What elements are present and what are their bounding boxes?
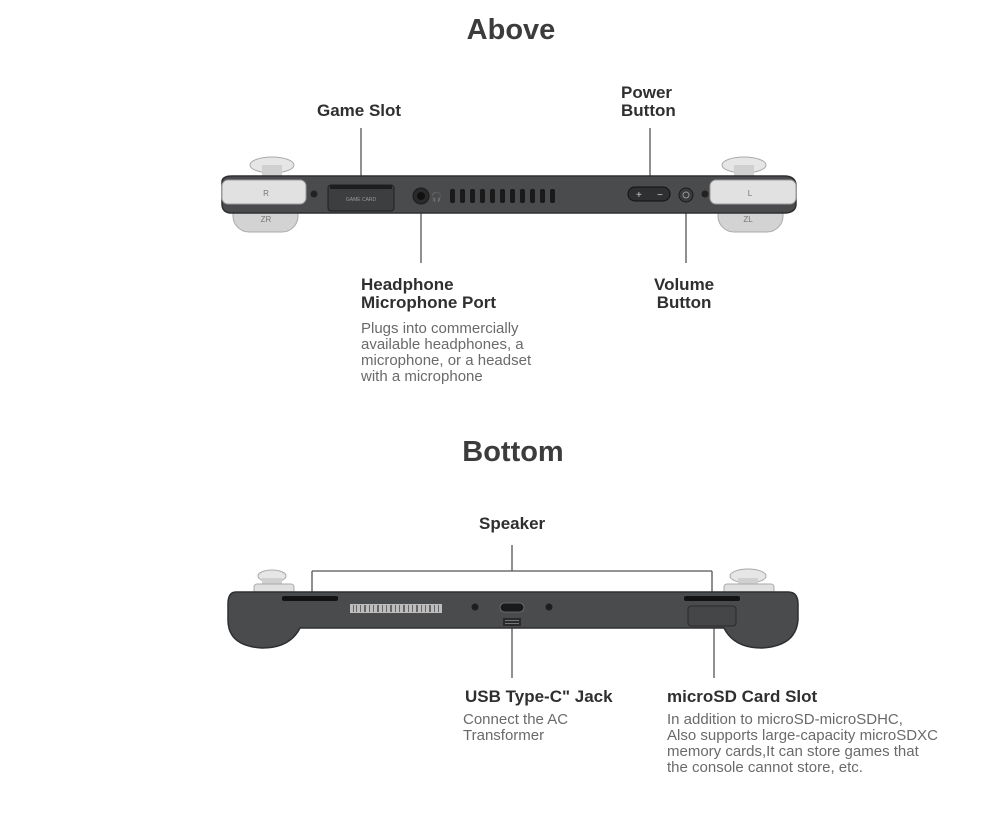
usb-jack-description: Connect the AC Transformer <box>463 712 643 744</box>
usb-c-port <box>500 603 524 612</box>
microsd-slot-label: microSD Card Slot <box>667 688 817 706</box>
microsd-cover <box>688 606 736 626</box>
speaker-label: Speaker <box>479 515 545 533</box>
microsd-slot-description: In addition to microSD-microSDHC, Also s… <box>667 712 987 776</box>
speaker-grille-right <box>684 596 740 601</box>
speaker-grille-left <box>282 596 338 601</box>
usb-jack-label: USB Type-C" Jack <box>465 688 613 706</box>
